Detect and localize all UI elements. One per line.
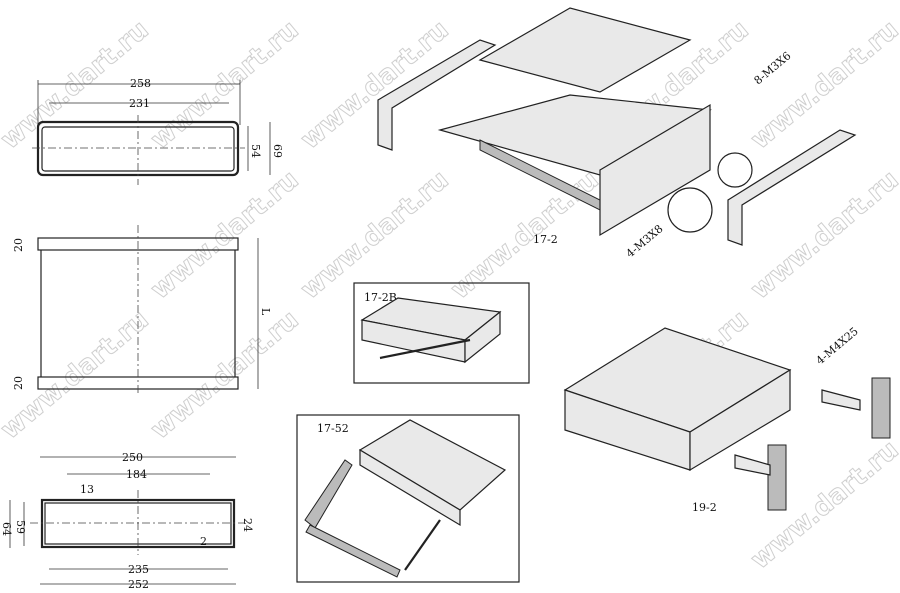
dim-label: 235 (128, 563, 149, 576)
profile-view: 250 184 13 64 59 24 2 235 252 (0, 451, 254, 591)
model-label: 17-2B (364, 291, 397, 304)
watermark: www.dart.ru (145, 305, 304, 446)
watermark: www.dart.ru (145, 15, 304, 156)
end-view: 258 231 54 69 (32, 77, 284, 185)
dim-label: 258 (130, 77, 151, 90)
watermark: www.dart.ru (445, 165, 604, 306)
watermark: www.dart.ru (745, 15, 900, 156)
model-label: 17-2 (533, 233, 558, 246)
dim-label: 13 (80, 483, 94, 496)
screw-label: 8-M3X6 (752, 49, 794, 87)
screw-detail (667, 187, 713, 233)
dim-label: L (259, 308, 272, 316)
dim-label: 184 (126, 468, 147, 481)
watermark: www.dart.ru (295, 165, 454, 306)
dim-label: 20 (12, 376, 25, 390)
dim-label: 231 (129, 97, 150, 110)
dim-label: 59 (14, 520, 27, 534)
watermark: www.dart.ru (295, 15, 454, 156)
dim-label: 24 (241, 518, 254, 532)
screw-label: 4-M3X8 (624, 222, 666, 260)
dim-label: 2 (200, 535, 207, 548)
dim-label: 250 (122, 451, 143, 464)
screw-label: 4-M4X25 (814, 325, 861, 368)
dim-label: 252 (128, 578, 149, 591)
model-label: 19-2 (692, 501, 717, 514)
dim-label: 69 (271, 144, 284, 158)
model-label: 17-52 (317, 422, 349, 435)
dim-label: 20 (12, 238, 25, 252)
watermark: www.dart.ru (145, 165, 304, 306)
screw-detail (717, 152, 753, 188)
dim-label: 64 (0, 522, 13, 536)
variant-17-52: 17-52 (296, 414, 520, 583)
dim-label: 54 (249, 144, 262, 158)
watermark: www.dart.ru (0, 305, 155, 446)
variant-17-2b: 17-2B (353, 282, 530, 384)
side-view: L 20 20 (12, 225, 272, 395)
